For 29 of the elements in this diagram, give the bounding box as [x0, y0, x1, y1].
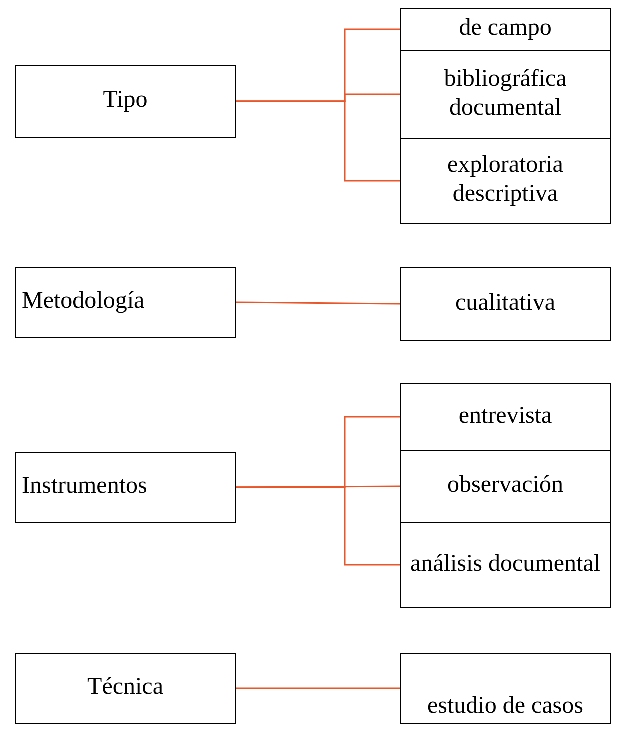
box-label: exploratoria descriptiva: [446, 151, 564, 209]
text-box: [15, 65, 236, 138]
connector-line: [236, 688, 400, 690]
box-label: de campo: [459, 14, 552, 43]
text-box: [400, 653, 611, 724]
box-label: entrevista: [458, 402, 552, 430]
box-label: estudio de casos: [428, 692, 584, 721]
text-box: [400, 267, 611, 341]
box-label: cualitativa: [456, 288, 556, 318]
text-box: [400, 450, 611, 523]
connector-line: [236, 486, 400, 488]
text-box: [400, 50, 611, 139]
connector-line: [236, 486, 400, 566]
box-label: Tipo: [103, 86, 148, 115]
text-box: [15, 452, 236, 523]
connector-line: [236, 302, 400, 305]
text-box: [400, 522, 611, 608]
box-label: Técnica: [88, 673, 164, 702]
box-label: Metodología: [22, 287, 145, 316]
box-label: bibliográfica documental: [443, 64, 568, 122]
text-box: [400, 138, 611, 224]
text-box: [400, 383, 611, 451]
box-label: análisis documental: [410, 550, 600, 578]
box-label: Instrumentos: [22, 472, 148, 501]
text-box: [400, 8, 611, 51]
text-box: [15, 267, 236, 338]
text-box: [15, 653, 236, 724]
box-label: observación: [448, 471, 564, 500]
connector-line: [236, 100, 400, 182]
